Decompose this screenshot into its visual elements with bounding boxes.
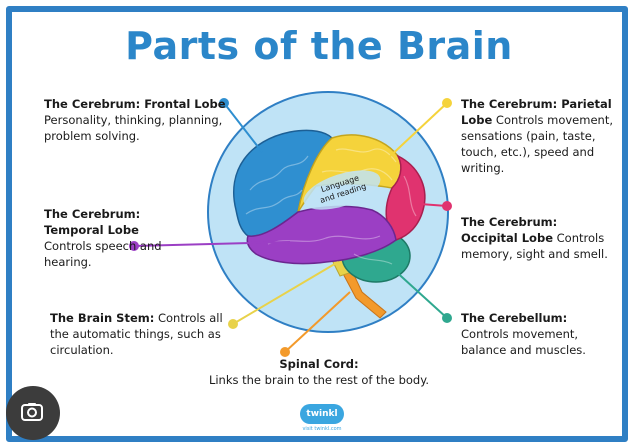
twinkl-logo[interactable]: twinkl: [300, 404, 344, 424]
frontal-lobe-heading: The Cerebrum: Frontal Lobe: [44, 97, 226, 111]
cerebellum-label: The Cerebellum: Controls movement, balan…: [461, 310, 615, 358]
temporal-lobe-label: The Cerebrum: Temporal Lobe Controls spe…: [44, 206, 184, 270]
frontal-lobe-text: Personality, thinking, planning, problem…: [44, 113, 222, 143]
spinal-cord-heading: Spinal Cord:: [279, 357, 358, 371]
occipital-lobe-label: The Cerebrum: Occipital Lobe Controls me…: [461, 214, 611, 262]
spinal-cord-label: Spinal Cord: Links the brain to the rest…: [0, 356, 638, 388]
temporal-lobe-heading: The Cerebrum: Temporal Lobe: [44, 207, 140, 237]
parietal-dot: [442, 98, 452, 108]
frontal-lobe-label: The Cerebrum: Frontal Lobe Personality, …: [44, 96, 230, 144]
occipital-lobe-heading: The Cerebrum: Occipital Lobe: [461, 215, 557, 245]
temporal-lobe-text: Controls speech and hearing.: [44, 239, 162, 269]
google-lens-icon: [21, 402, 43, 422]
brain-stem-heading: The Brain Stem:: [50, 311, 154, 325]
parietal-lobe-label: The Cerebrum: Parietal Lobe Controls mov…: [461, 96, 613, 176]
spinal-cord-text: Links the brain to the rest of the body.: [209, 373, 429, 387]
cerebellum-dot: [442, 313, 452, 323]
cerebellum-heading: The Cerebellum:: [461, 311, 567, 325]
occipital-dot: [442, 201, 452, 211]
twinkl-logo-subtext: visit twinkl.com: [292, 426, 352, 432]
brain-stem-label: The Brain Stem: Controls all the automat…: [50, 310, 230, 358]
cerebellum-text: Controls movement, balance and muscles.: [461, 327, 586, 357]
